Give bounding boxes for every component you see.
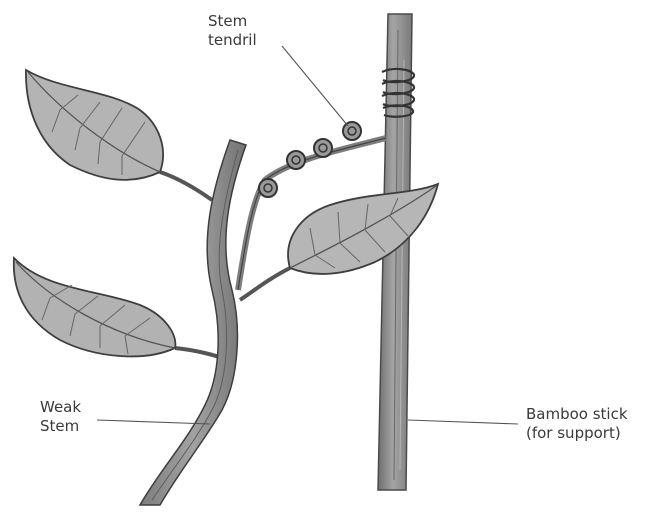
- label-stem-tendril-line2: tendril: [208, 31, 257, 50]
- label-bamboo-stick-line2: (for support): [526, 424, 628, 443]
- label-weak-stem-line2: Stem: [40, 417, 81, 436]
- leaf-upper-left: [26, 70, 163, 180]
- label-bamboo-stick-line1: Bamboo stick: [526, 405, 628, 424]
- leaf-right: [288, 184, 438, 274]
- leaf-lower-left: [14, 258, 176, 356]
- label-stem-tendril: Stem tendril: [208, 12, 257, 50]
- label-stem-tendril-line1: Stem: [208, 12, 257, 31]
- label-bamboo-stick: Bamboo stick (for support): [526, 405, 628, 443]
- label-weak-stem: Weak Stem: [40, 398, 81, 436]
- label-weak-stem-line1: Weak: [40, 398, 81, 417]
